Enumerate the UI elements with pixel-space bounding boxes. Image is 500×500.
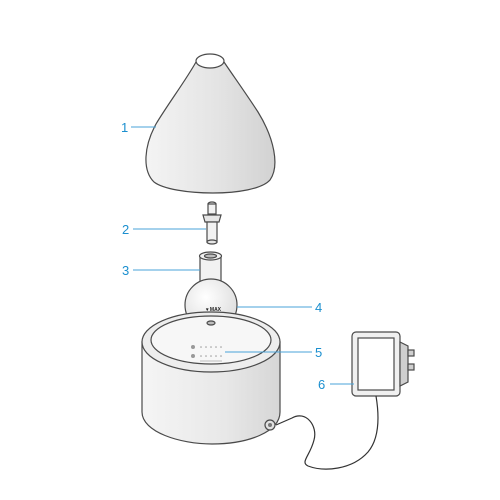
ball-marking: ▾ MAX <box>205 307 222 313</box>
control-panel <box>191 345 222 362</box>
power-adapter <box>275 331 415 470</box>
power-cable <box>275 395 379 470</box>
callout-5: 5 <box>315 345 322 360</box>
base-unit <box>141 311 281 445</box>
callout-2: 2 <box>122 222 129 237</box>
callout-3: 3 <box>122 263 129 278</box>
callout-4: 4 <box>315 300 322 315</box>
callout-1: 1 <box>121 120 128 135</box>
callout-6: 6 <box>318 377 325 392</box>
nozzle-pin <box>202 201 222 245</box>
cone-cover <box>145 53 276 194</box>
